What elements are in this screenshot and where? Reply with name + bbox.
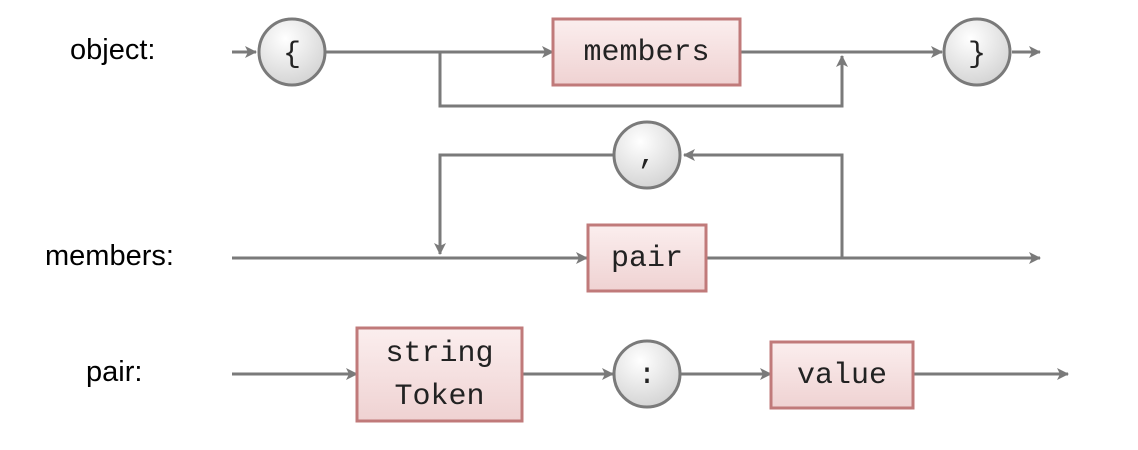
nonterminal-members: members xyxy=(551,17,742,87)
members-loop-back xyxy=(434,153,614,255)
members-box-text: members xyxy=(583,36,709,70)
terminal-colon: : xyxy=(612,339,682,409)
rule-label-pair: pair: xyxy=(86,356,142,388)
open-brace-text: { xyxy=(283,38,301,72)
rule-label-object: object: xyxy=(70,34,155,66)
string-token-line2: Token xyxy=(394,380,484,414)
comma-text: , xyxy=(638,139,656,173)
nonterminal-pair: pair xyxy=(586,223,708,293)
object-rule: object: { members } xyxy=(70,17,1041,108)
terminal-open-brace: { xyxy=(257,17,327,87)
nonterminal-value: value xyxy=(769,340,915,410)
rule-label-members: members: xyxy=(45,240,174,272)
object-bypass-path xyxy=(438,52,848,108)
colon-text: : xyxy=(638,359,656,393)
members-rule: members: , pair xyxy=(45,120,1041,293)
pair-rule: pair: string Token : value xyxy=(86,326,1069,423)
close-brace-text: } xyxy=(968,38,986,72)
terminal-comma: , xyxy=(612,120,682,190)
pair-box-text: pair xyxy=(611,242,683,276)
terminal-close-brace: } xyxy=(942,17,1012,87)
string-token-line1: string xyxy=(385,337,493,371)
members-loop-up xyxy=(683,149,844,258)
nonterminal-string-token: string Token xyxy=(355,326,524,423)
value-box-text: value xyxy=(797,359,887,393)
